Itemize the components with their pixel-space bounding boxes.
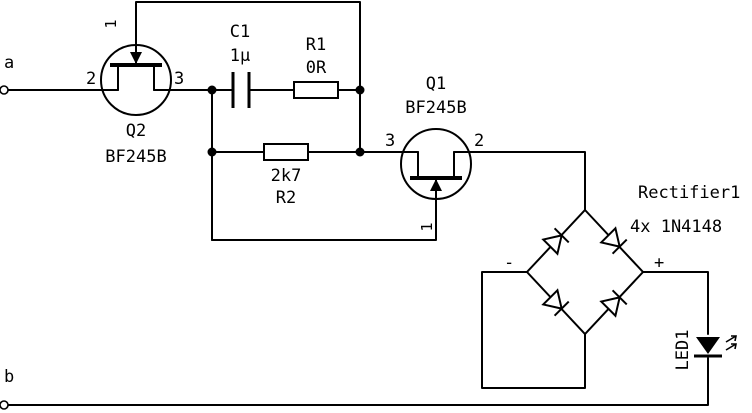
q1-pin-right: 2	[474, 131, 484, 151]
q2-pin-left: 2	[86, 69, 96, 89]
junction-dot	[355, 85, 365, 95]
diode-triangle-icon	[541, 234, 563, 256]
q2-gate-arrow-icon	[130, 52, 142, 64]
q1-pin-left: 3	[385, 131, 395, 151]
rectifier-value: 4x 1N4148	[630, 217, 722, 237]
r2-body	[263, 143, 309, 161]
diode-triangle-icon	[599, 296, 621, 318]
c1-reference: C1	[230, 22, 250, 42]
led-emission-arrows-icon	[725, 335, 737, 351]
wire-q1-drain-to-rectifier	[469, 151, 586, 211]
junction-dot	[355, 147, 365, 157]
q1-value: BF245B	[405, 98, 466, 118]
terminal-a: a	[0, 53, 14, 95]
rectifier-minus-label: -	[504, 253, 514, 273]
junction-dot	[207, 147, 217, 157]
c1-value: 1µ	[230, 46, 250, 66]
rectifier-diode-upper-right	[599, 226, 628, 255]
transistor-q1: 1 3 2 Q1 BF245B	[385, 74, 484, 232]
terminal-b-label: b	[4, 367, 14, 387]
terminal-a-label: a	[4, 53, 14, 73]
rectifier-bridge: - + Rectifier1 4x 1N4148	[504, 183, 740, 336]
q1-gate-arrow-icon	[430, 179, 442, 191]
rectifier-diode-lower-right	[599, 289, 628, 318]
wires	[7, 1, 709, 406]
r1-body	[293, 81, 339, 99]
q1-reference: Q1	[426, 74, 446, 94]
capacitor-c1: C1 1µ	[230, 22, 251, 108]
rectifier-reference: Rectifier1	[638, 183, 740, 203]
junction-dot	[207, 85, 217, 95]
junctions	[207, 85, 365, 157]
q2-reference: Q2	[126, 121, 146, 141]
diode-bar	[611, 289, 628, 306]
rectifier-diode-upper-left	[541, 227, 570, 256]
wire-led-to-b	[7, 357, 709, 406]
terminal-b-circle	[0, 400, 9, 410]
rectifier-plus-label: +	[654, 253, 664, 273]
wire-q1-gate	[211, 197, 437, 241]
transistor-q2: 1 2 3 Q2 BF245B	[86, 19, 184, 167]
q2-pin-gate: 1	[102, 19, 120, 28]
diode-triangle-icon	[541, 288, 563, 310]
diode-bar	[611, 238, 628, 255]
wire-q2-gate-loop	[135, 1, 361, 91]
resistor-r2: 2k7 R2	[263, 143, 309, 208]
diode-triangle-icon	[599, 226, 621, 248]
q2-pin-right: 3	[174, 69, 184, 89]
r2-value: 2k7	[271, 166, 302, 186]
r2-reference: R2	[276, 188, 296, 208]
q2-value: BF245B	[105, 147, 166, 167]
wire-rectifier-plus	[642, 271, 709, 335]
wire-rectifier-minus	[481, 271, 586, 389]
led-triangle-icon	[696, 337, 720, 354]
terminal-b: b	[0, 367, 14, 410]
diode-bar	[553, 300, 570, 317]
diode-bar	[553, 227, 570, 244]
led-reference: LED1	[673, 330, 693, 371]
resistor-r1: R1 0R	[293, 35, 339, 99]
led-led1: LED1	[673, 330, 737, 371]
q1-pin-gate: 1	[418, 222, 436, 231]
r1-reference: R1	[306, 35, 326, 55]
r1-value: 0R	[306, 58, 327, 78]
rectifier-outline	[525, 208, 645, 336]
rectifier-diode-lower-left	[541, 288, 570, 317]
terminal-a-circle	[0, 85, 9, 95]
